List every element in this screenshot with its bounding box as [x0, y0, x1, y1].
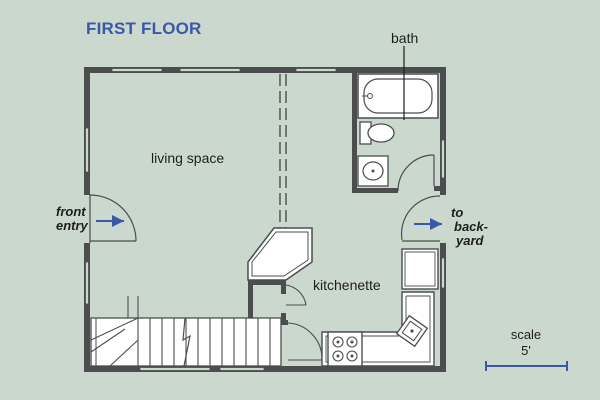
ceiling-dashed-line: [279, 74, 287, 228]
front-door: [89, 194, 137, 243]
bath-sink-icon: [357, 155, 389, 187]
kitchen-sink-icon: [395, 314, 429, 348]
staircase-icon: [90, 296, 282, 367]
stair-door: [287, 322, 323, 361]
windows: [85, 68, 445, 371]
scale-label-text: scale: [510, 327, 542, 342]
bath-door: [397, 154, 435, 192]
front-entry-line2: entry: [56, 218, 88, 233]
front-entry-line1: front: [56, 204, 86, 219]
living-space-label: living space: [151, 150, 225, 166]
bath-label: bath: [391, 30, 419, 46]
backyard-line1: to: [451, 205, 464, 220]
bath-walls: [352, 67, 446, 193]
chimney-block: [247, 227, 313, 281]
refrigerator-icon: [401, 248, 439, 290]
bathtub-icon: [357, 73, 439, 119]
scale-value-text: 5': [521, 343, 531, 358]
closet-door: [285, 284, 307, 306]
partition-walls: [248, 280, 288, 325]
backyard-label: to back- yard: [451, 206, 488, 248]
backyard-line2: back-: [454, 219, 488, 234]
backyard-line3: yard: [456, 233, 484, 248]
kitchenette-label: kitchenette: [313, 277, 381, 293]
plan-title: FIRST FLOOR: [86, 19, 202, 38]
stove-icon: [327, 331, 363, 367]
scale-bar: [485, 361, 568, 371]
front-entry-label: front entry: [56, 205, 88, 233]
back-door: [400, 195, 441, 242]
toilet-icon: [359, 121, 395, 145]
scale-label: scale 5': [503, 327, 549, 359]
